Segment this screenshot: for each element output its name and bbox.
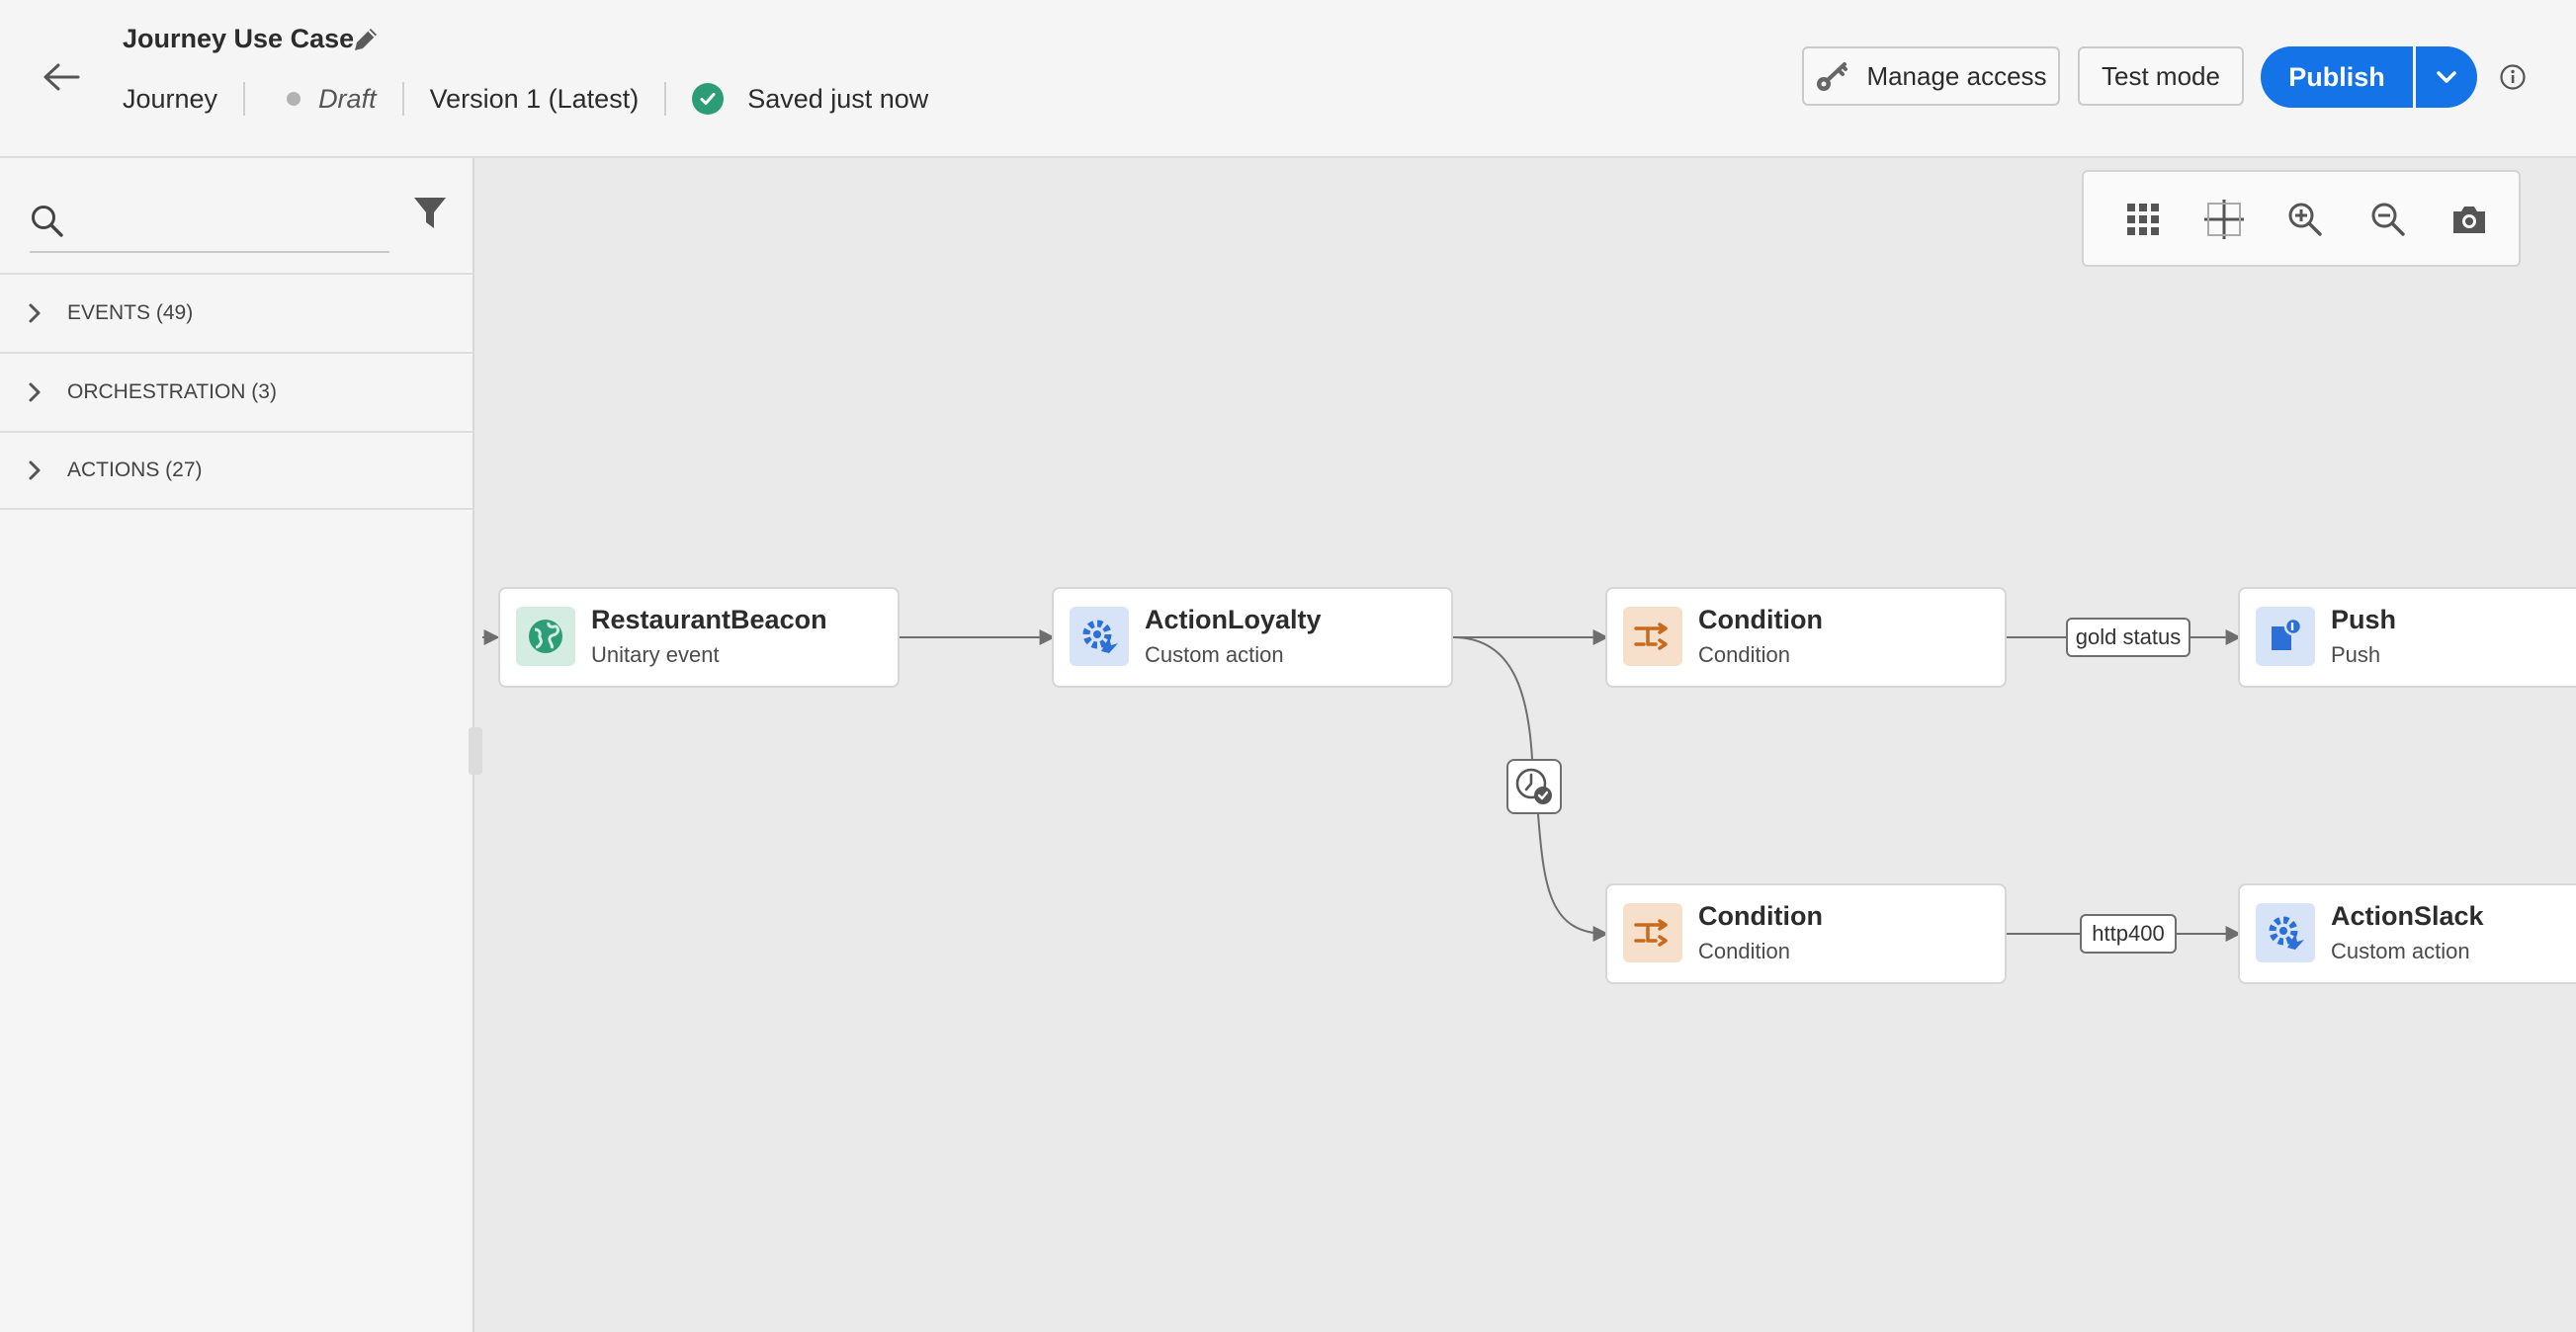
- node-title: Condition: [1698, 901, 1823, 931]
- node-title: ActionLoyalty: [1145, 605, 1322, 634]
- chevron-down-icon: [2437, 71, 2456, 83]
- custom-action-icon: [2256, 903, 2315, 962]
- publish-button[interactable]: Publish: [2261, 46, 2413, 108]
- fit-view-button[interactable]: [2200, 196, 2248, 243]
- check-circle-icon: [692, 83, 725, 115]
- edge-label-gold-status[interactable]: gold status: [2066, 618, 2190, 657]
- test-mode-label: Test mode: [2102, 60, 2220, 91]
- test-mode-button[interactable]: Test mode: [2078, 46, 2244, 106]
- clock-check-icon: [1515, 768, 1552, 804]
- node-title: Push: [2331, 605, 2397, 634]
- filter-icon: [414, 198, 446, 228]
- condition-icon: [1623, 607, 1682, 666]
- key-icon: [1817, 62, 1848, 91]
- node-title: RestaurantBeacon: [591, 605, 827, 634]
- screenshot-button[interactable]: [2446, 196, 2493, 243]
- palette-sidebar: EVENTS (49) ORCHESTRATION (3) ACTIONS (2…: [0, 158, 474, 1332]
- status-badge: Draft: [318, 83, 377, 114]
- zoom-in-icon: [2288, 203, 2322, 236]
- chevron-right-icon: [28, 302, 57, 324]
- node-subtitle: Condition: [1698, 939, 1790, 963]
- zoom-out-icon: [2371, 203, 2405, 236]
- status-dot-icon: [287, 92, 301, 106]
- canvas-toolbar: [2082, 170, 2521, 267]
- node-subtitle: Condition: [1698, 642, 1790, 667]
- push-icon: [2256, 607, 2315, 666]
- saved-status: Saved just now: [747, 83, 929, 114]
- fit-icon: [2204, 200, 2244, 239]
- sidebar-resize-handle[interactable]: [469, 727, 482, 775]
- camera-icon: [2453, 207, 2485, 233]
- chevron-right-icon: [28, 381, 57, 403]
- manage-access-button[interactable]: Manage access: [1802, 46, 2060, 106]
- journey-title: Journey Use Case: [123, 24, 355, 53]
- condition-icon: [1623, 903, 1682, 962]
- node-actionslack[interactable]: ActionSlack Custom action: [2238, 883, 2576, 984]
- search-box: [30, 188, 389, 253]
- journey-meta: Journey Draft Version 1 (Latest) Saved j…: [123, 79, 928, 119]
- journey-header: Journey Use Case Journey Draft Version 1…: [0, 0, 2576, 158]
- category-label: ORCHESTRATION (3): [67, 380, 277, 403]
- publish-options-button[interactable]: [2416, 46, 2477, 108]
- divider: [243, 82, 246, 116]
- node-condition-1[interactable]: Condition Condition: [1605, 587, 2007, 688]
- search-icon: [32, 206, 63, 237]
- category-label: EVENTS (49): [67, 301, 194, 324]
- arrow-left-icon: [43, 63, 80, 91]
- category-actions[interactable]: ACTIONS (27): [0, 431, 472, 510]
- search-input[interactable]: [85, 198, 386, 239]
- filter-button[interactable]: [413, 196, 447, 236]
- grid-icon: [2127, 204, 2159, 235]
- node-title: ActionSlack: [2331, 901, 2484, 931]
- zoom-out-button[interactable]: [2364, 196, 2412, 243]
- edit-title-button[interactable]: [346, 20, 386, 59]
- category-orchestration[interactable]: ORCHESTRATION (3): [0, 352, 472, 431]
- category-events[interactable]: EVENTS (49): [0, 273, 472, 352]
- node-restaurantbeacon[interactable]: RestaurantBeacon Unitary event: [498, 587, 900, 688]
- node-subtitle: Custom action: [2331, 939, 2470, 963]
- divider: [664, 82, 667, 116]
- version-label: Version 1 (Latest): [429, 83, 640, 114]
- category-label: ACTIONS (27): [67, 458, 203, 481]
- node-actionloyalty[interactable]: ActionLoyalty Custom action: [1052, 587, 1453, 688]
- info-button[interactable]: [2497, 61, 2529, 93]
- zoom-in-button[interactable]: [2281, 196, 2329, 243]
- info-icon: [2500, 64, 2526, 90]
- manage-access-label: Manage access: [1866, 60, 2047, 91]
- node-subtitle: Unitary event: [591, 642, 720, 667]
- timeout-error-path-marker[interactable]: [1506, 759, 1562, 814]
- chevron-right-icon: [28, 459, 57, 481]
- pencil-icon: [355, 29, 377, 50]
- edge-label-http400[interactable]: http400: [2080, 914, 2177, 954]
- journey-type: Journey: [123, 83, 218, 114]
- node-subtitle: Push: [2331, 642, 2381, 667]
- toggle-grid-button[interactable]: [2119, 196, 2167, 243]
- node-condition-2[interactable]: Condition Condition: [1605, 883, 2007, 984]
- node-subtitle: Custom action: [1145, 642, 1284, 667]
- divider: [401, 82, 404, 116]
- back-button[interactable]: [36, 55, 87, 99]
- globe-icon: [516, 607, 575, 666]
- node-push[interactable]: Push Push: [2238, 587, 2576, 688]
- custom-action-icon: [1070, 607, 1129, 666]
- node-title: Condition: [1698, 605, 1823, 634]
